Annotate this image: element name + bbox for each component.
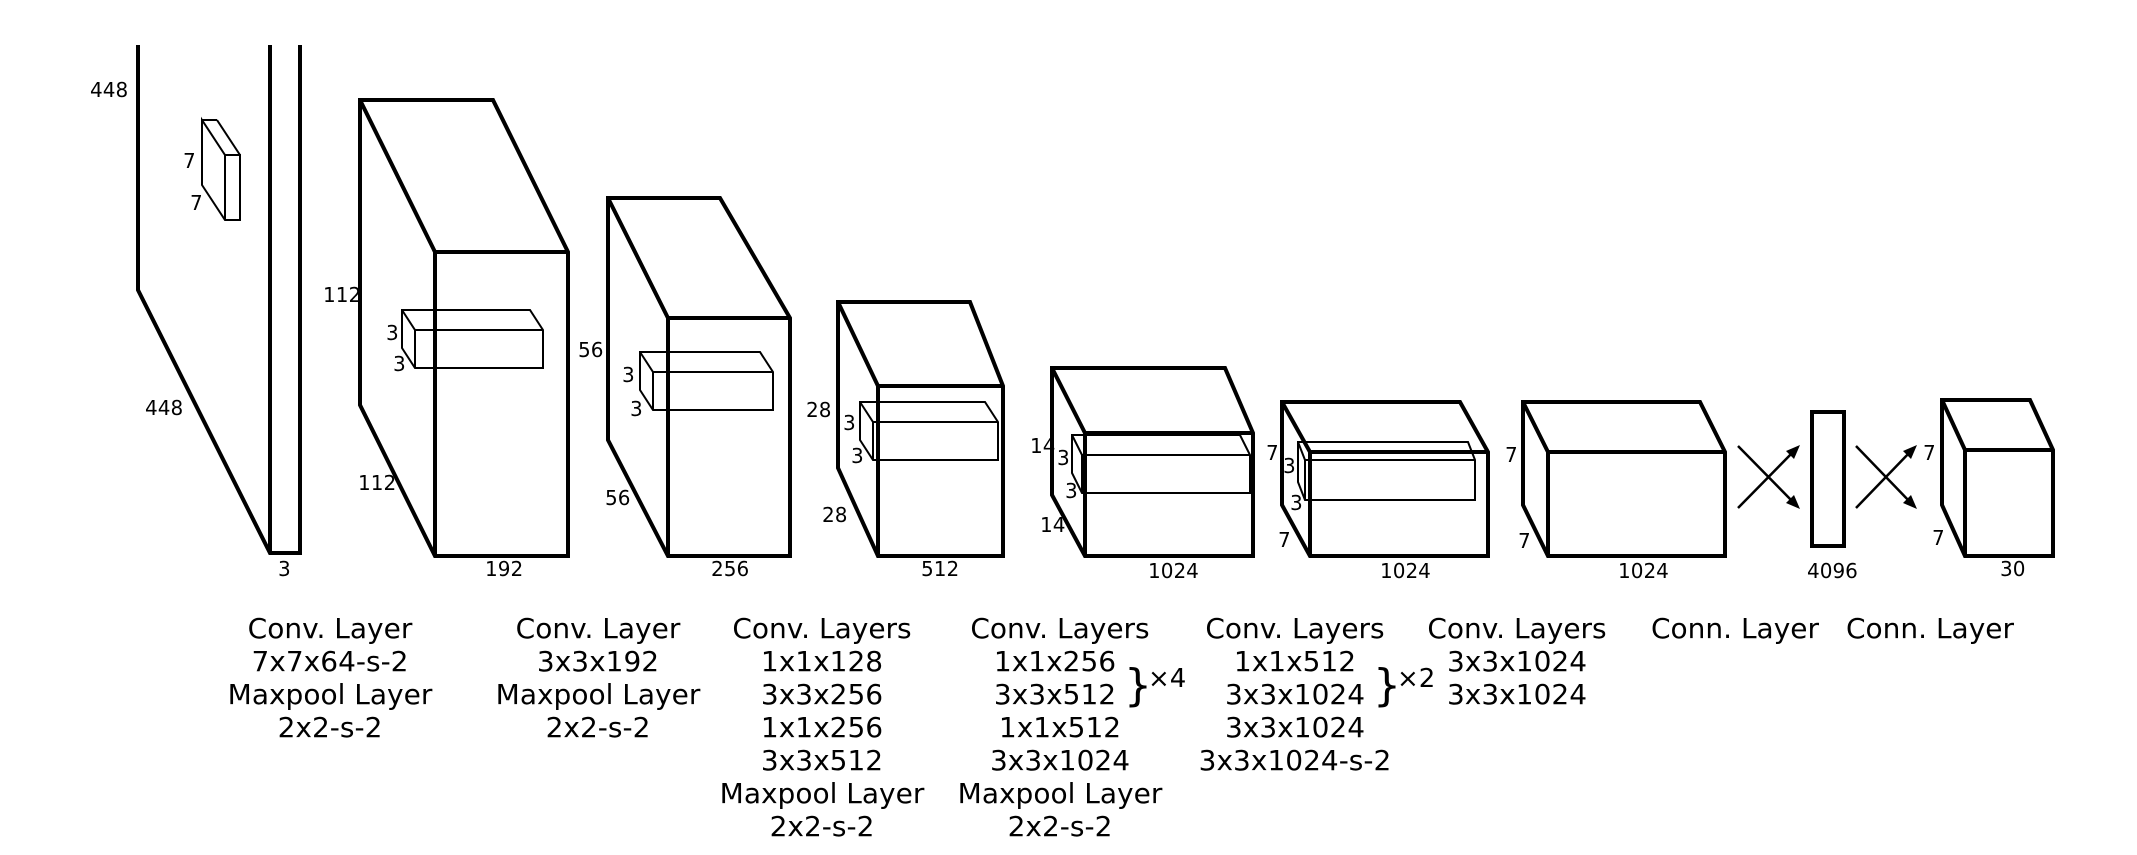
block7-volume	[1521, 400, 1727, 558]
block2-volume	[358, 98, 570, 558]
repeat-multiplier: ×4	[1148, 664, 1186, 694]
block3-kernel-h-label: 3	[622, 363, 635, 387]
caption-block1: Conv. Layer 7x7x64-s-2 Maxpool Layer 2x2…	[228, 612, 433, 744]
caption-line: Conv. Layers	[970, 612, 1149, 645]
block2-kernel-h-label: 3	[386, 321, 399, 345]
block5-kernel-h-label: 3	[1057, 446, 1070, 470]
caption-line: Conv. Layers	[1427, 612, 1606, 645]
block5-volume	[1050, 366, 1255, 558]
caption-line: Conv. Layers	[1205, 612, 1384, 645]
caption-line: Maxpool Layer	[958, 777, 1163, 810]
block7-width-label: 7	[1518, 529, 1531, 553]
block5-kernel-w-label: 3	[1065, 479, 1078, 503]
block2-kernel-box	[401, 309, 544, 369]
block7-height-label: 7	[1505, 443, 1518, 467]
caption-line: 3x3x1024	[1447, 678, 1587, 711]
caption-line: 1x1x256	[994, 645, 1116, 678]
caption-line: Conv. Layers	[732, 612, 911, 645]
caption-line: 1x1x128	[761, 645, 883, 678]
repeat-multiplier: ×2	[1397, 664, 1435, 694]
block4-volume	[836, 300, 1005, 558]
block3-height-label: 56	[578, 338, 603, 362]
caption-line: 3x3x1024	[1225, 711, 1365, 744]
caption-block8: Conn. Layer	[1846, 612, 2015, 645]
caption-line: Maxpool Layer	[720, 777, 925, 810]
fc-connection-arrows-1	[1737, 445, 1800, 509]
caption-line: 3x3x512	[994, 678, 1116, 711]
caption-block3: Conv. Layers 1x1x128 3x3x256 1x1x256 3x3…	[720, 612, 925, 843]
caption-line: 2x2-s-2	[770, 810, 875, 843]
block6-depth-label: 1024	[1380, 559, 1431, 583]
output-volume	[1940, 398, 2055, 558]
fc-connection-arrows-2	[1855, 445, 1917, 509]
fc-vector	[1810, 410, 1846, 548]
caption-line: 3x3x512	[761, 744, 883, 777]
input-kernel-box	[201, 116, 241, 221]
input-kernel-h-label: 7	[183, 149, 196, 173]
caption-line: 2x2-s-2	[1008, 810, 1113, 843]
block2-depth-label: 192	[485, 557, 523, 581]
block2-width-label: 112	[358, 471, 396, 495]
caption-line: 1x1x512	[999, 711, 1121, 744]
block4-kernel-h-label: 3	[843, 411, 856, 435]
input-volume	[136, 45, 302, 555]
input-kernel-w-label: 7	[190, 191, 203, 215]
block5-depth-label: 1024	[1148, 559, 1199, 583]
block6-kernel-w-label: 3	[1290, 491, 1303, 515]
block4-width-label: 28	[822, 503, 847, 527]
caption-line: 3x3x1024	[1447, 645, 1587, 678]
block6-width-label: 7	[1278, 528, 1291, 552]
caption-line: Conv. Layer	[248, 612, 413, 645]
input-height-label: 448	[90, 78, 128, 102]
caption-line: 3x3x1024	[1225, 678, 1365, 711]
block3-kernel-w-label: 3	[630, 397, 643, 421]
repeat-brace: }	[1124, 660, 1152, 711]
caption-line: 2x2-s-2	[278, 711, 383, 744]
input-depth-label: 3	[278, 557, 291, 581]
fc-depth-label: 4096	[1807, 559, 1858, 583]
block7-depth-label: 1024	[1618, 559, 1669, 583]
caption-line: Conn. Layer	[1846, 612, 2015, 645]
caption-block5: Conv. Layers 1x1x512 3x3x1024 3x3x1024 3…	[1199, 612, 1436, 777]
caption-line: 3x3x192	[537, 645, 659, 678]
block6-height-label: 7	[1266, 441, 1279, 465]
block5-width-label: 14	[1040, 513, 1065, 537]
caption-block4: Conv. Layers 1x1x256 3x3x512 1x1x512 3x3…	[958, 612, 1187, 843]
block3-volume	[606, 196, 792, 558]
block3-depth-label: 256	[711, 557, 749, 581]
caption-block7: Conn. Layer	[1651, 612, 1820, 645]
block3-kernel-box	[639, 351, 774, 411]
caption-line: Conv. Layer	[516, 612, 681, 645]
block4-kernel-box	[859, 401, 999, 461]
block2-kernel-w-label: 3	[393, 352, 406, 376]
block4-kernel-w-label: 3	[851, 444, 864, 468]
caption-line: Maxpool Layer	[228, 678, 433, 711]
caption-line: 2x2-s-2	[546, 711, 651, 744]
block5-kernel-box	[1071, 434, 1251, 494]
input-width-label: 448	[145, 396, 183, 420]
block4-depth-label: 512	[921, 557, 959, 581]
caption-line: 3x3x256	[761, 678, 883, 711]
repeat-brace: }	[1373, 660, 1401, 711]
caption-line: 1x1x512	[1234, 645, 1356, 678]
caption-line: Maxpool Layer	[496, 678, 701, 711]
caption-line: 1x1x256	[761, 711, 883, 744]
caption-line: 7x7x64-s-2	[251, 645, 408, 678]
caption-block6: Conv. Layers 3x3x1024 3x3x1024	[1427, 612, 1606, 711]
block6-volume	[1280, 400, 1490, 558]
output-width-label: 7	[1932, 526, 1945, 550]
caption-line: 3x3x1024-s-2	[1199, 744, 1392, 777]
block6-kernel-h-label: 3	[1283, 454, 1296, 478]
caption-line: Conn. Layer	[1651, 612, 1820, 645]
output-height-label: 7	[1923, 441, 1936, 465]
block4-height-label: 28	[806, 398, 831, 422]
block6-kernel-box	[1297, 441, 1476, 501]
caption-block2: Conv. Layer 3x3x192 Maxpool Layer 2x2-s-…	[496, 612, 701, 744]
block3-width-label: 56	[605, 486, 630, 510]
block2-height-label: 112	[323, 283, 361, 307]
output-depth-label: 30	[2000, 557, 2025, 581]
caption-line: 3x3x1024	[990, 744, 1130, 777]
block5-height-label: 14	[1030, 434, 1055, 458]
